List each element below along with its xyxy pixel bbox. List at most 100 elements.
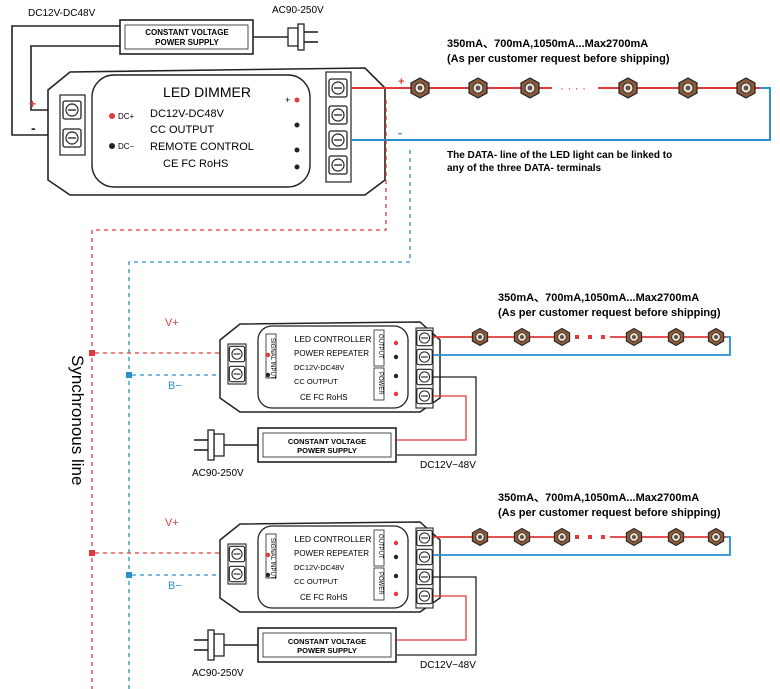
top-ac-label: AC90-250V (272, 5, 324, 16)
output-screw (416, 329, 433, 347)
strip-negative-wire (433, 536, 731, 556)
power-indicator-plus (393, 391, 399, 397)
strip-gap-dot (601, 535, 605, 539)
psu-label-line1: CONSTANT VOLTAGE (145, 28, 229, 37)
dimmer-input-plus: + (29, 97, 36, 111)
power-indicator-minus (393, 373, 399, 379)
strip-gap-dot (575, 335, 579, 339)
strip-gap-dot (575, 535, 579, 539)
psu-negative-lead (397, 576, 477, 656)
output-screw (416, 348, 433, 366)
output-screw (416, 368, 433, 386)
sync-line-label: Synchronous line (68, 355, 87, 485)
dimmer-input-minus: - (31, 120, 36, 136)
led (513, 527, 531, 547)
data-note-line1: The DATA- line of the LED light can be l… (447, 150, 672, 161)
top-strip-plus: + (398, 76, 404, 88)
sync-b-minus-line (128, 150, 411, 689)
dimmer-out-plus: + (285, 95, 290, 105)
psu-positive-lead (397, 595, 467, 641)
sync-b-tap (126, 572, 132, 578)
ac-plug-face (207, 429, 215, 461)
top-led-strip: · · · · + - (351, 76, 771, 141)
output-screw (416, 387, 433, 405)
v-plus-label: V+ (165, 517, 179, 529)
dimmer-certs: CE FC RoHS (163, 158, 228, 170)
top-strip-minus: - (398, 126, 402, 140)
top-dc-label: DC12V-DC48V (28, 8, 96, 19)
psu-label-line2: POWER SUPPLY (155, 38, 219, 47)
output-screw (416, 548, 433, 566)
power-tag: POWER (377, 572, 383, 595)
input-indicator-minus (265, 372, 271, 378)
repeater-psu-box (257, 627, 397, 663)
psu-negative-lead (397, 376, 477, 456)
led (625, 527, 643, 547)
controller-line4: CC OUTPUT (294, 377, 338, 386)
dc-minus-led (109, 143, 115, 149)
controller-panel (257, 325, 409, 409)
signal-input-frame (265, 533, 277, 579)
repeater-ac-label: AC90-250V (192, 668, 244, 679)
controller-line2: POWER REPEATER (294, 349, 369, 358)
psu-positive-wire (30, 45, 120, 111)
sync-v-plus-line (91, 100, 387, 689)
input-screw (228, 565, 246, 583)
output-indicator-minus (393, 554, 399, 560)
power-frame (373, 367, 385, 401)
dc-plus-led (109, 113, 115, 119)
output-tag: OUTPUT (377, 534, 383, 559)
led (667, 327, 685, 347)
controller-line3: DC12V-DC48V (294, 563, 344, 572)
data-note-line2: any of the three DATA- terminals (447, 163, 602, 174)
dimmer-output: CC OUTPUT (150, 124, 214, 136)
repeater-current-spec: 350mA、700mA,1050mA...Max2700mA (498, 292, 699, 304)
repeater-psu-inner (262, 432, 392, 458)
led-3 (520, 77, 540, 99)
repeater-dc-label: DC12V~48V (420, 660, 476, 671)
top-ac-plug (253, 23, 318, 51)
led (553, 327, 571, 347)
led (707, 327, 725, 347)
input-indicator-minus (265, 572, 271, 578)
dc-minus-label: DC− (118, 142, 135, 151)
led (625, 327, 643, 347)
sync-b-tap (126, 372, 132, 378)
v-plus-label: V+ (165, 317, 179, 329)
repeater-psu-line2: POWER SUPPLY (297, 446, 357, 455)
led-4 (618, 77, 638, 99)
top-current-note: (As per customer request before shipping… (447, 53, 670, 65)
led (667, 527, 685, 547)
dc-plus-label: DC+ (118, 112, 135, 121)
psu-positive-lead (397, 395, 467, 441)
b-minus-label: B− (168, 580, 182, 592)
controller-line2: POWER REPEATER (294, 549, 369, 558)
psu-negative-wire (11, 25, 120, 136)
output-indicator-plus (393, 540, 399, 546)
controller-certs: CE FC RoHS (300, 593, 348, 602)
dimmer-remote: REMOTE CONTROL (150, 141, 254, 153)
signal-input-frame (265, 333, 277, 379)
led-2 (468, 77, 488, 99)
sync-v-tap (89, 350, 95, 356)
led (513, 327, 531, 347)
dimmer-voltage: DC12V-DC48V (150, 108, 225, 120)
output-frame (373, 329, 385, 367)
led-6 (736, 77, 756, 99)
input-screw (228, 545, 246, 563)
input-indicator-plus (265, 352, 271, 358)
strip-gap-dot (588, 535, 592, 539)
output-screw (416, 529, 433, 547)
signal-input-tag: SIGNAL INPUT (269, 538, 275, 580)
led-dimmer: LED DIMMER DC12V-DC48V CC OUTPUT REMOTE … (47, 67, 386, 196)
b-minus-label: B− (168, 380, 182, 392)
output-tag: OUTPUT (377, 334, 383, 359)
controller-line3: DC12V-DC48V (294, 363, 344, 372)
ac-plug-body (213, 433, 225, 457)
controller-title: LED CONTROLLER (295, 534, 372, 544)
repeater-unit: V+ B− LED CONTROLLER POWER REPEATER DC12V-DC… (89, 492, 731, 679)
top-strip-ellipsis: · · · · (560, 81, 586, 95)
ac-plug-body (213, 633, 225, 657)
signal-input-tag: SIGNAL INPUT (269, 338, 275, 380)
